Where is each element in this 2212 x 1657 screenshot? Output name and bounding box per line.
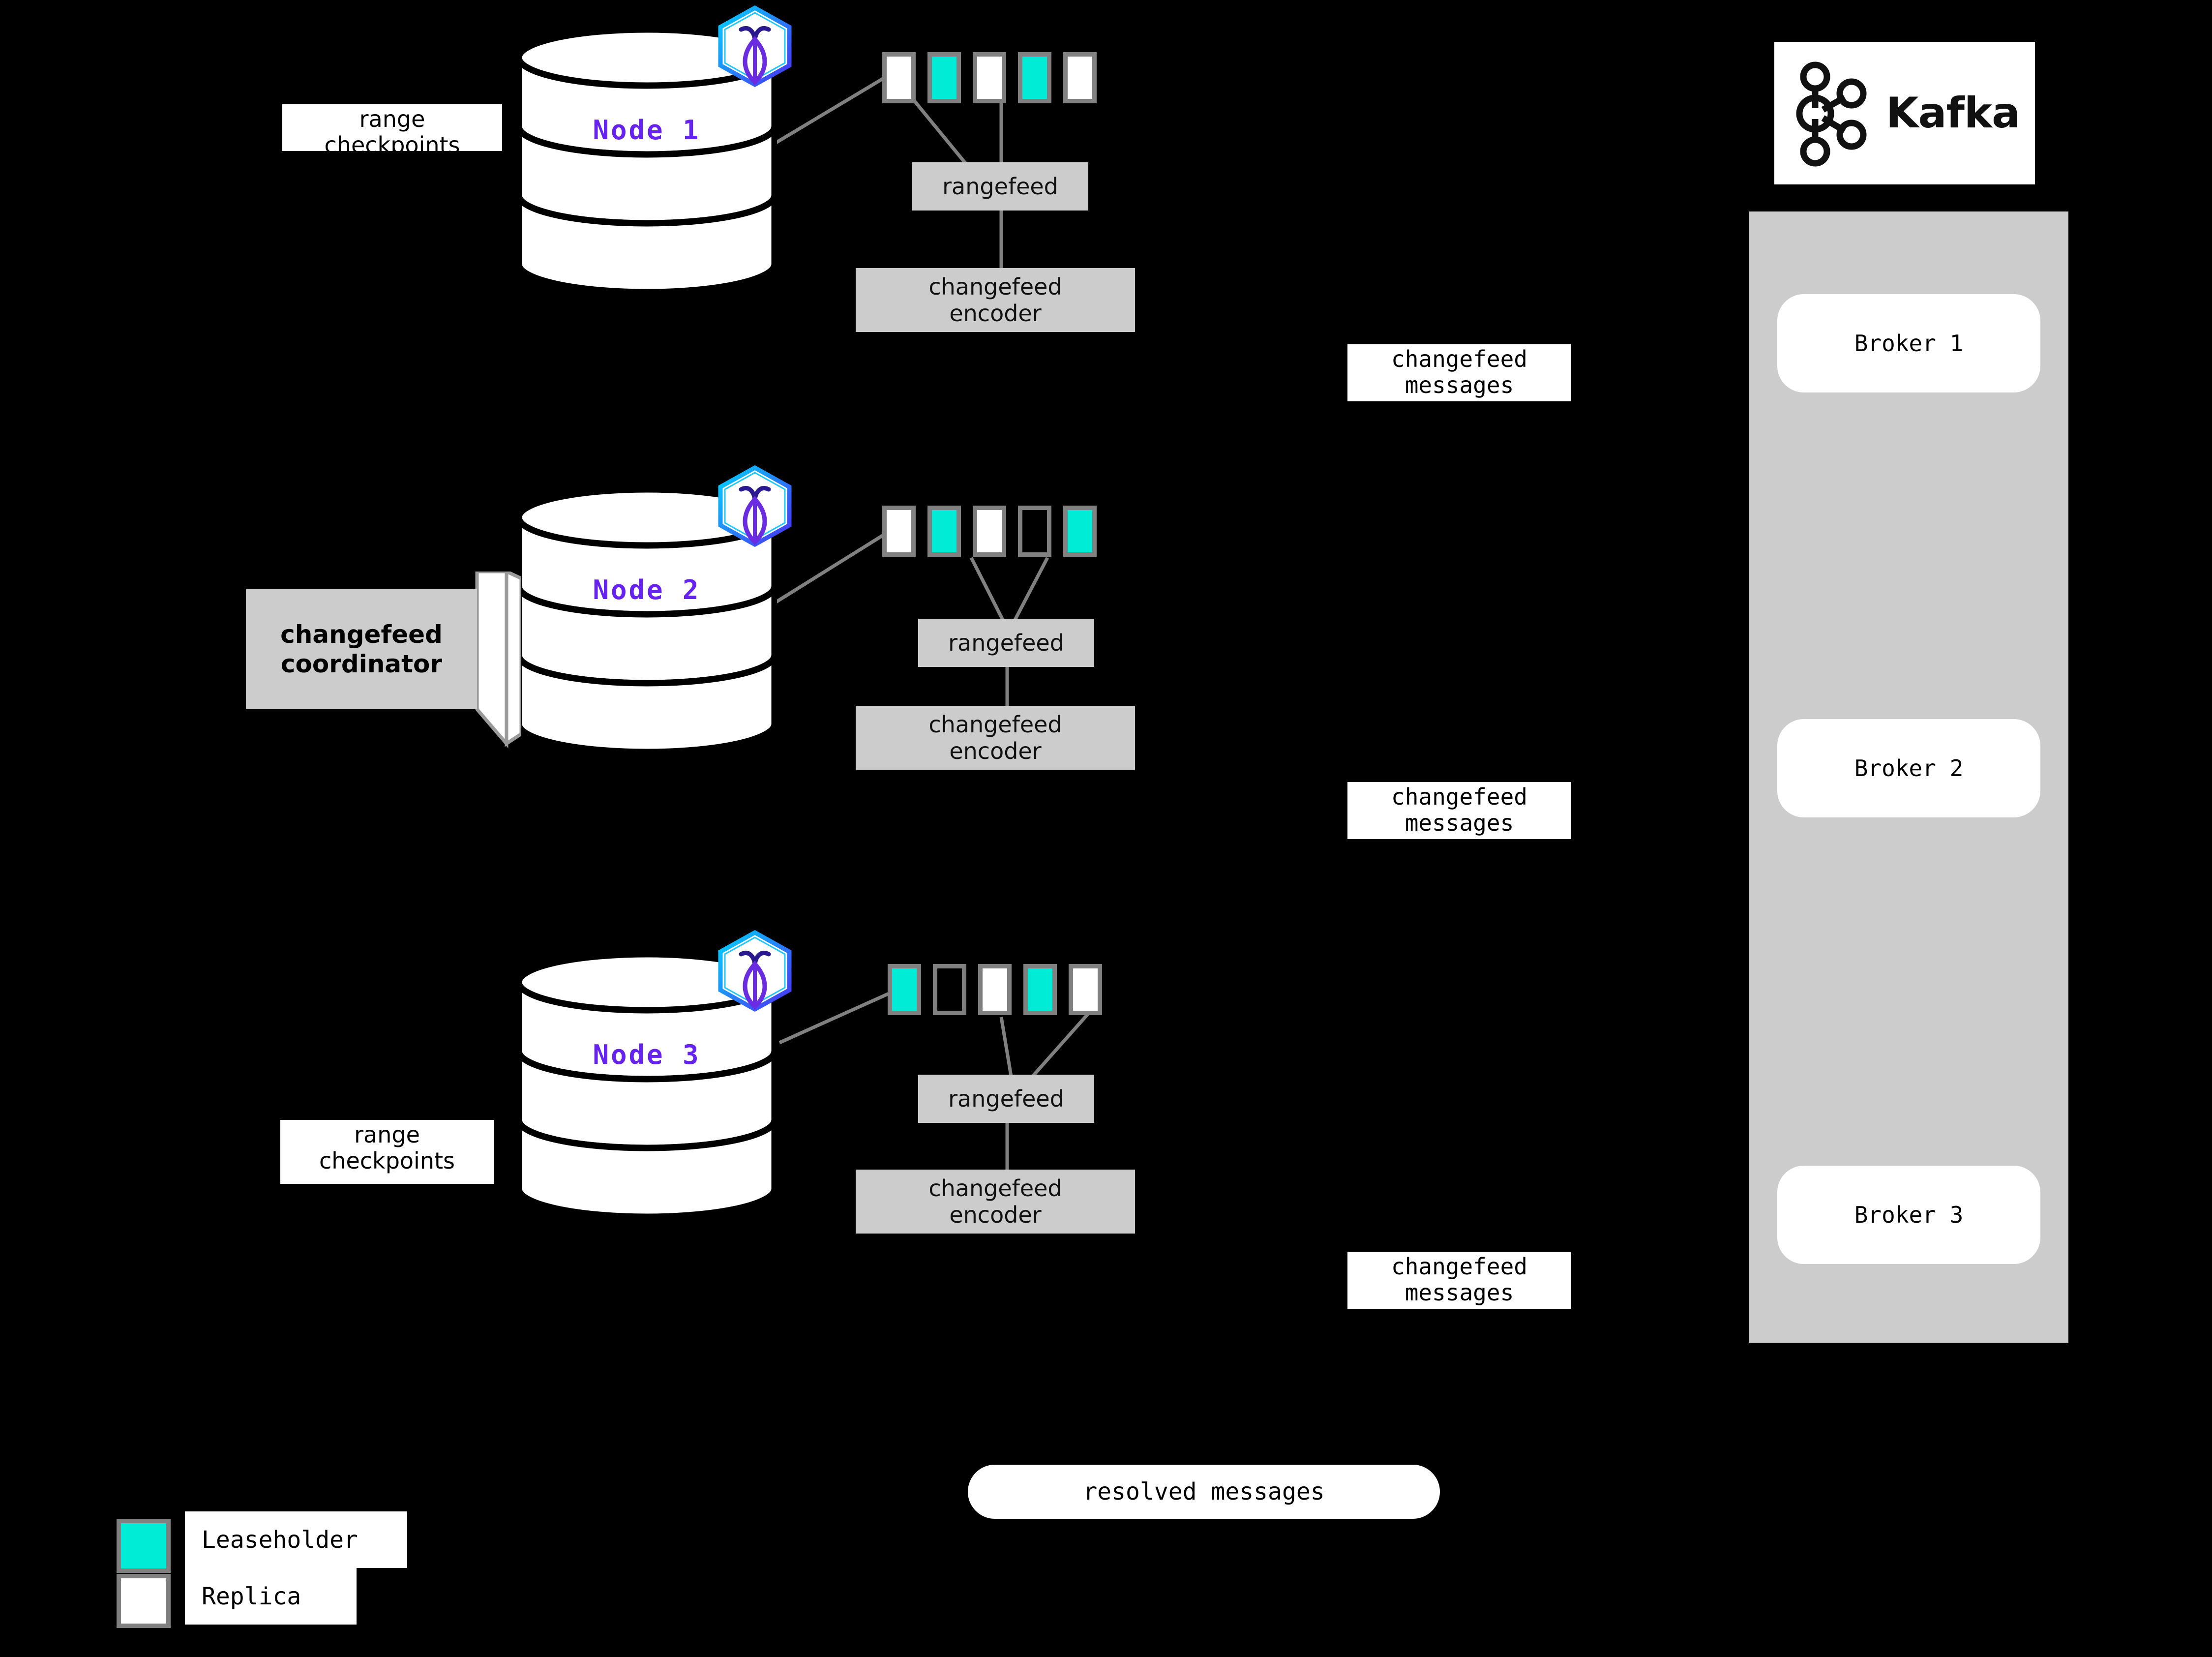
range-box [973,506,1006,557]
cockroachdb-hexagon-icon [716,465,794,547]
legend-label-leaseholder: Leaseholder [185,1511,407,1568]
node-3-range-row [888,964,1102,1015]
legend-label-replica: Replica [185,1568,357,1625]
legend-swatch-leaseholder [117,1519,171,1573]
range-box [973,52,1006,103]
range-box [1018,52,1051,103]
node-1-cylinder: Node 1 [516,27,777,322]
broker-1[interactable]: Broker 1 [1777,294,2040,392]
range-box [927,52,961,103]
cockroachdb-hexagon-icon [716,930,794,1012]
range-box [1023,964,1057,1015]
kafka-wordmark: Kafka [1885,89,2020,138]
broker-3[interactable]: Broker 3 [1777,1166,2040,1264]
node-1-rangefeed-box: rangefeed [912,162,1088,211]
node-3-rangefeed-box: rangefeed [918,1075,1094,1123]
range-box [978,964,1012,1015]
cockroachdb-hexagon-icon [716,5,794,88]
kafka-logo-box: Kafka [1774,42,2035,184]
node-1-label: Node 1 [593,115,701,146]
node-2-range-row [882,506,1097,557]
range-box [927,506,961,557]
node-2-cylinder: Node 2 [516,487,777,782]
kafka-node-graph-icon [1796,61,1867,167]
resolved-messages-pill: resolved messages [968,1465,1440,1519]
node-2-rangefeed-box: rangefeed [918,619,1094,667]
range-box [882,506,916,557]
broker-2[interactable]: Broker 2 [1777,719,2040,817]
range-box [882,52,916,103]
range-box [933,964,966,1015]
range-box [1063,506,1097,557]
range-box [1063,52,1097,103]
node-3-label: Node 3 [593,1039,701,1070]
node-3-cylinder: Node 3 [516,952,777,1247]
node-2-label: Node 2 [593,574,701,605]
range-box [1069,964,1102,1015]
range-box [888,964,921,1015]
range-box [1018,506,1051,557]
legend-swatch-replica [117,1574,171,1628]
node-1-range-row [882,52,1097,103]
